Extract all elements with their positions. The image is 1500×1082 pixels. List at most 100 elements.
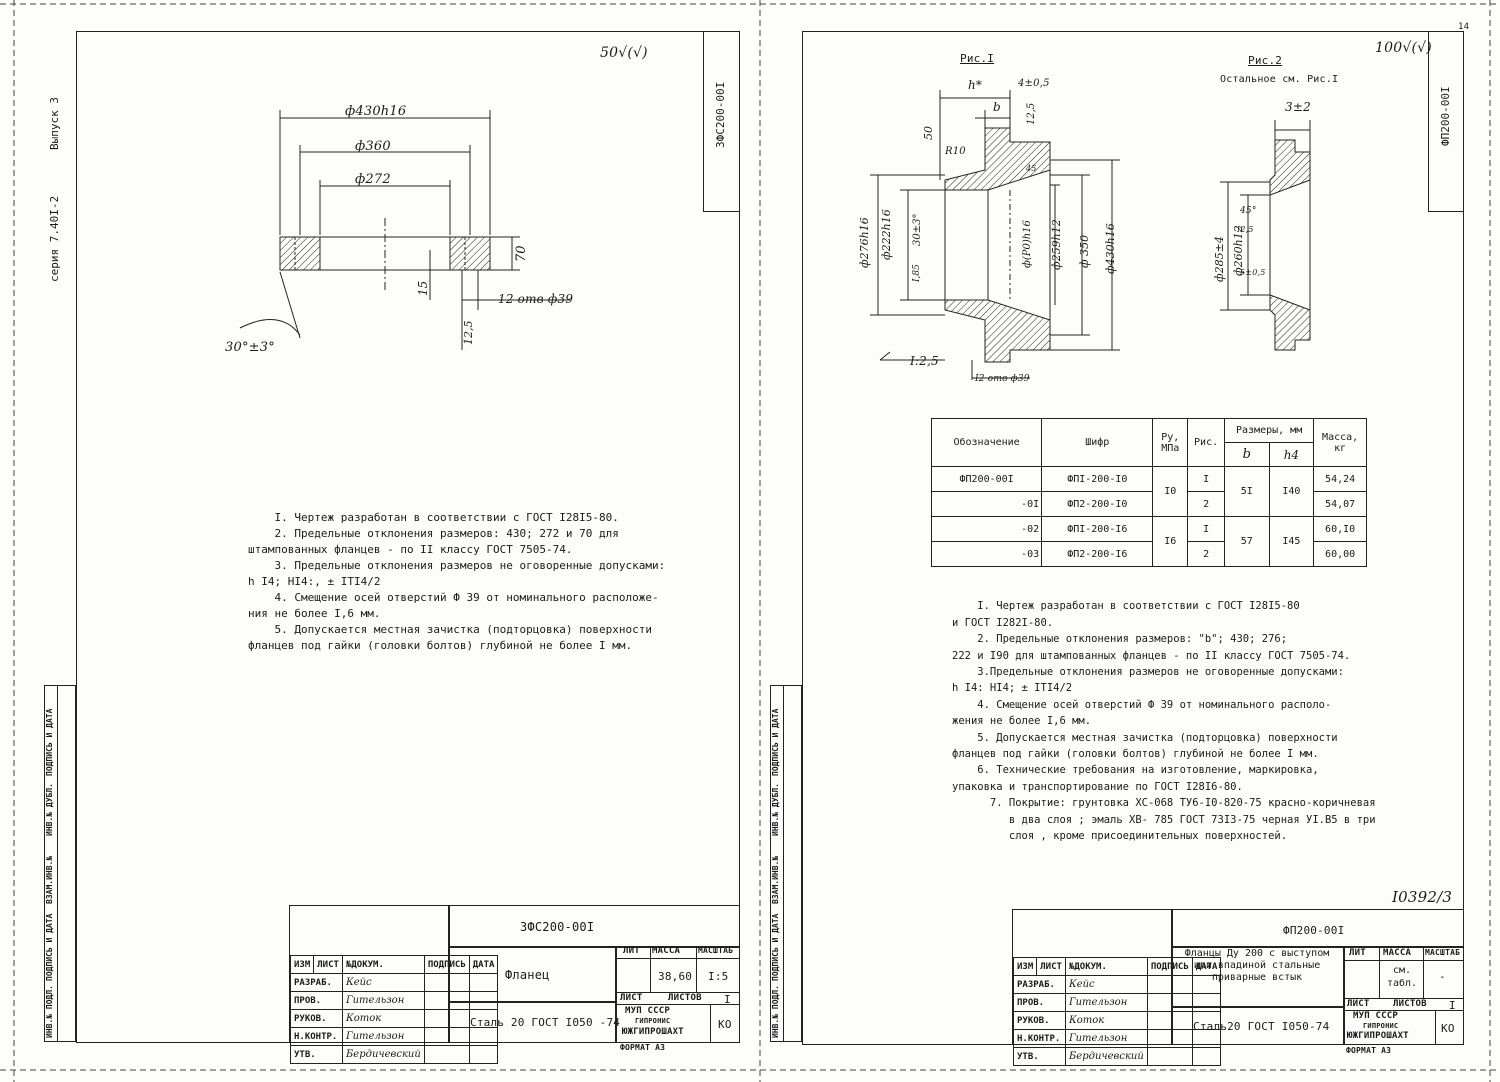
fig1-dim-d350: ф 350 [1078, 234, 1091, 268]
fig1-dim-d430: ф430h16 [1104, 223, 1117, 274]
th-designation: Обозначение [930, 418, 1043, 467]
left-person: Коток [341, 1009, 425, 1028]
right-tb-org1: МУП СССР [1353, 1011, 1398, 1021]
left-tb-code: 3ФС200-00I [520, 920, 595, 934]
cell-mass: 54,24 [1313, 466, 1367, 492]
right-note-line: слоя , кроме присоединительных поверхнос… [952, 830, 1288, 843]
left-dim-d272: ф272 [355, 172, 391, 187]
right-note-line: и ГОСТ I282I-80. [952, 616, 1054, 629]
fig1-dim-d276: ф276h16 [858, 217, 871, 268]
right-h-izm: ИЗМ [1012, 957, 1038, 976]
th-h: h4 [1268, 442, 1315, 467]
cell-mass: 54,07 [1313, 491, 1367, 517]
left-role: РУКОВ. [290, 1009, 343, 1028]
left-title-block: ИЗМ ЛИСТ №ДОКУМ. ПОДПИСЬ ДАТА РАЗРАБ.Кей… [289, 905, 739, 1064]
cell-code: ФПI-200-I6 [1041, 516, 1154, 542]
left-code-vertical: 3ФС200-00I [714, 81, 727, 148]
fig1-dim-d30: 30±3° [912, 213, 923, 246]
right-side-stamp-5: ПОДПИСЬ И ДАТА [771, 708, 780, 776]
right-tb-name: Фланцы Ду 200 с выступом или впадиной ст… [1184, 948, 1330, 983]
th-b: b [1224, 442, 1270, 467]
left-h-doc: №ДОКУМ. [341, 955, 425, 974]
left-dim-h15: 15 [416, 280, 430, 296]
corner-page-number: 14 [1458, 22, 1470, 32]
right-note-line: упаковка и транспортирование по ГОСТ I28… [952, 780, 1243, 793]
fig1-dim-b: b [993, 100, 1001, 114]
left-h-izm: ИЗМ [289, 955, 315, 974]
left-note-line: 4. Смещение осей отверстий Ф 39 от номин… [248, 591, 659, 604]
right-note-line: в два слоя ; эмаль ХВ- 785 ГОСТ 73I3-75 … [952, 813, 1376, 826]
fig1-dim-s: 50 [922, 126, 935, 140]
right-format: ФОРМАТ А3 [1346, 1046, 1392, 1055]
fig2-dim-t: 5±0,5 [1240, 268, 1266, 277]
left-note-line: ния не более I,6 мм. [248, 607, 381, 620]
right-tb-sheet-h: ЛИСТ [1347, 999, 1370, 1009]
table-row: ФП200-00I ФПI-200-I0 I0 I 5I I40 54,24 [930, 466, 1367, 517]
left-tb-ko: КО [718, 1018, 732, 1031]
left-tb-mass: 38,60 [658, 970, 693, 983]
right-role: УТВ. [1013, 1047, 1066, 1066]
right-tb-material: Сталь20 ГОСТ I050-74 [1193, 1020, 1330, 1033]
fig2-title: Рис.2 [1248, 54, 1283, 67]
left-tb-name: Фланец [505, 968, 550, 982]
left-role: ПРОВ. [290, 991, 343, 1010]
right-role: РАЗРАБ. [1013, 975, 1066, 994]
left-tb-lit: ЛИТ [623, 946, 640, 956]
left-tb-org1: МУП СССР [625, 1006, 670, 1016]
fig1-dim-dp: ф(Р0)h16 [1022, 220, 1033, 268]
left-role: Н.КОНТР. [290, 1027, 343, 1046]
fig1-dim-h: h* [968, 78, 983, 92]
left-note-line: 5. Допускается местная зачистка (подторц… [248, 623, 652, 636]
left-note-line: фланцев под гайки (головки болтов) глуби… [248, 639, 633, 652]
cell-fig: I [1187, 516, 1225, 542]
left-person: Бердичевский [341, 1045, 425, 1064]
right-note-line: 2. Предельные отклонения размеров: "b"; … [952, 633, 1288, 646]
right-signature-table: ИЗМ ЛИСТ №ДОКУМ. ПОДПИСЬ ДАТА РАЗРАБ.Кей… [1012, 957, 1222, 1066]
right-tb-code: ФП200-00I [1283, 924, 1345, 937]
left-note-line: I. Чертеж разработан в соответствии с ГО… [248, 511, 619, 524]
cell-h: I40 [1268, 466, 1315, 517]
right-notes: I. Чертеж разработан в соответствии с ГО… [952, 582, 1376, 861]
left-side-stamp: ИНВ.№ ПОДЛ. ПОДПИСЬ И ДАТА ВЗАМ.ИНВ.№ ИН… [44, 685, 76, 1042]
left-person: Кейс [341, 973, 425, 992]
right-person: Гительзон [1064, 1029, 1148, 1048]
cell-code: ФП2-200-I6 [1041, 541, 1154, 567]
fig2-note: Остальное см. Рис.I [1220, 74, 1339, 85]
right-side-stamp-1: ИНВ.№ ПОДЛ. [771, 985, 780, 1038]
left-code-box [703, 31, 739, 212]
fig1-dim-r: R10 [945, 146, 966, 157]
left-note-line: h I4; HI4:, ± IТI4/2 [248, 575, 381, 588]
table-row: -02 ФПI-200-I6 I6 I 57 I45 60,I0 [930, 516, 1367, 567]
right-role: ПРОВ. [1013, 993, 1066, 1012]
left-tb-org3: ЮЖГИПРОШАХТ [622, 1027, 684, 1037]
right-roughness: 100√(√) [1375, 40, 1432, 56]
cell-designation: -02 [930, 516, 1043, 542]
right-side-stamp: ИНВ.№ ПОДЛ. ПОДПИСЬ И ДАТА ВЗАМ.ИНВ.№ ИН… [770, 685, 802, 1042]
cell-designation: ФП200-00I [930, 466, 1043, 492]
fig1-dim-c45: 45 [1026, 164, 1037, 173]
left-side-stamp-1: ИНВ.№ ПОДЛ. [45, 985, 54, 1038]
right-role: Н.КОНТР. [1013, 1029, 1066, 1048]
fig1-dim-d205: I,85 [912, 264, 922, 282]
left-notes: I. Чертеж разработан в соответствии с ГО… [248, 494, 665, 670]
left-side-stamp-2: ПОДПИСЬ И ДАТА [45, 913, 54, 981]
left-signature-table: ИЗМ ЛИСТ №ДОКУМ. ПОДПИСЬ ДАТА РАЗРАБ.Кей… [289, 955, 499, 1064]
left-tb-org2: ГИПРОНИС [635, 1017, 671, 1025]
right-person: Гительзон [1064, 993, 1148, 1012]
left-h-date: ДАТА [468, 955, 499, 974]
left-roughness: 50√(√) [600, 45, 648, 61]
left-h-list: ЛИСТ [313, 955, 343, 974]
right-person: Бердичевский [1064, 1047, 1148, 1066]
left-dim-d360: ф360 [355, 139, 391, 154]
cell-designation: -03 [930, 541, 1043, 567]
right-tb-sheets-h: ЛИСТОВ [1393, 999, 1427, 1009]
right-note-line: жения не более I,6 мм. [952, 715, 1092, 728]
fig2-drawing [1220, 120, 1311, 351]
right-note-line: 7. Покрытие: грунтовка ХС-068 ТУ6-I0-820… [952, 797, 1376, 810]
cell-fig: 2 [1187, 541, 1225, 567]
right-note-line: 6. Технические требования на изготовлени… [952, 764, 1319, 777]
left-tb-scale: I:5 [708, 970, 729, 983]
left-tb-sheets: I [724, 993, 731, 1006]
fig1-dim-holes: I2 отв ф39 [975, 374, 1030, 384]
right-note-line: 4. Смещение осей отверстий Ф 39 от номин… [952, 698, 1332, 711]
